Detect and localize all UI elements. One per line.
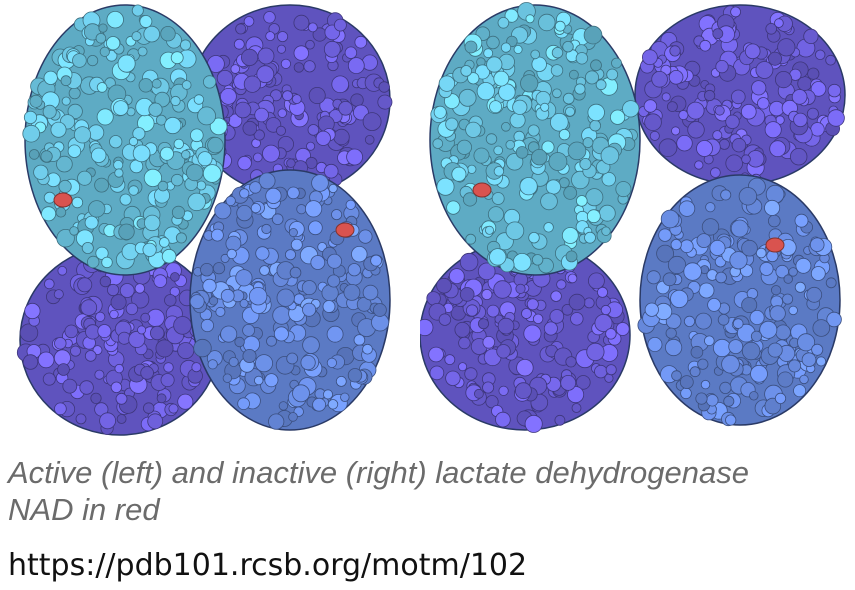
caption-line-1: Active (left) and inactive (right) lacta… bbox=[8, 455, 749, 490]
nad-molecule-left bbox=[53, 192, 73, 208]
violet-subunit-top-right bbox=[634, 4, 846, 186]
nad-molecule-left bbox=[472, 182, 492, 198]
blue-subunit-right bbox=[189, 169, 391, 431]
caption-line-2: NAD in red bbox=[8, 492, 160, 527]
figure-caption: Active (left) and inactive (right) lacta… bbox=[8, 454, 848, 528]
blue-subunit-right bbox=[637, 174, 842, 427]
violet-subunit-bottom-left bbox=[16, 244, 221, 436]
source-url: https://pdb101.rcsb.org/motm/102 bbox=[8, 548, 528, 583]
figure-image bbox=[16, 2, 846, 436]
nad-molecule-right bbox=[335, 222, 355, 238]
nad-molecule-right bbox=[765, 237, 785, 253]
active-ldh-molecule-image bbox=[16, 4, 393, 436]
violet-subunit-bottom-left bbox=[420, 239, 631, 433]
cyan-subunit-left bbox=[22, 4, 228, 276]
cyan-subunit-left bbox=[429, 2, 641, 276]
inactive-ldh-molecule-image bbox=[420, 2, 846, 433]
